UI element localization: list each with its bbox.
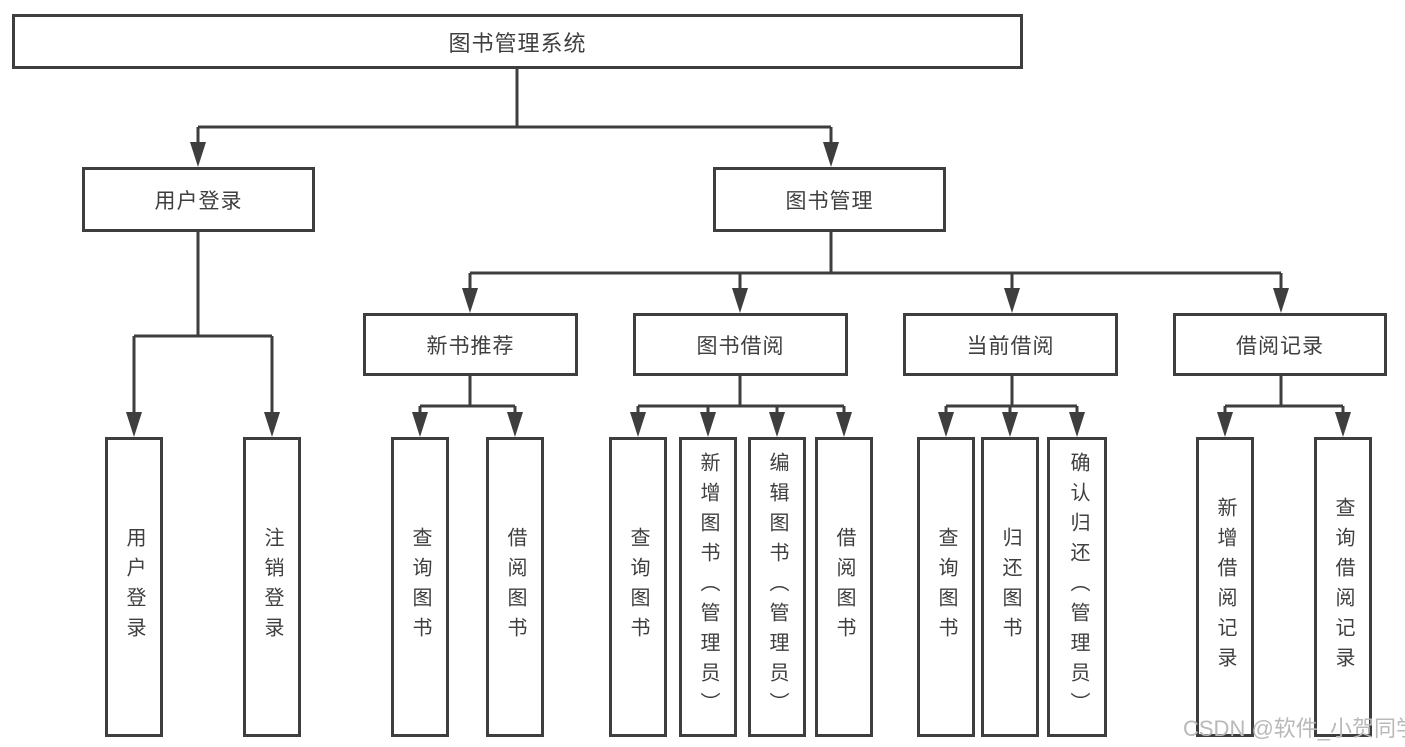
leaf-logout: 注销登录 [243,437,301,737]
node-borrow-records: 借阅记录 [1173,313,1387,376]
node-root: 图书管理系统 [12,14,1023,69]
leaf-records-query-borrow-record: 查询借阅记录 [1314,437,1372,737]
node-user-login-branch: 用户登录 [82,167,315,232]
leaf-user-login: 用户登录 [105,437,163,737]
leaf-bookborrow-borrow-books: 借阅图书 [815,437,873,737]
leaf-bookborrow-edit-books-admin: 编辑图书（管理员） [748,437,806,737]
leaf-newbooks-borrow-books: 借阅图书 [486,437,544,737]
leaf-bookborrow-query-books: 查询图书 [609,437,667,737]
leaf-currentborrow-return-books: 归还图书 [981,437,1039,737]
arrowheads [126,142,1351,437]
leaf-currentborrow-confirm-return-admin: 确认归还（管理员） [1047,437,1107,737]
node-new-book-recommend: 新书推荐 [363,313,578,376]
node-book-borrow: 图书借阅 [633,313,848,376]
leaf-currentborrow-query-books: 查询图书 [917,437,975,737]
leaf-newbooks-query-books: 查询图书 [391,437,449,737]
node-current-borrow: 当前借阅 [903,313,1118,376]
leaf-bookborrow-add-books-admin: 新增图书（管理员） [679,437,737,737]
csdn-watermark: CSDN @软件_小贺同学 [1183,716,1405,741]
leaf-records-add-borrow-record: 新增借阅记录 [1196,437,1254,737]
node-book-management: 图书管理 [713,167,946,232]
